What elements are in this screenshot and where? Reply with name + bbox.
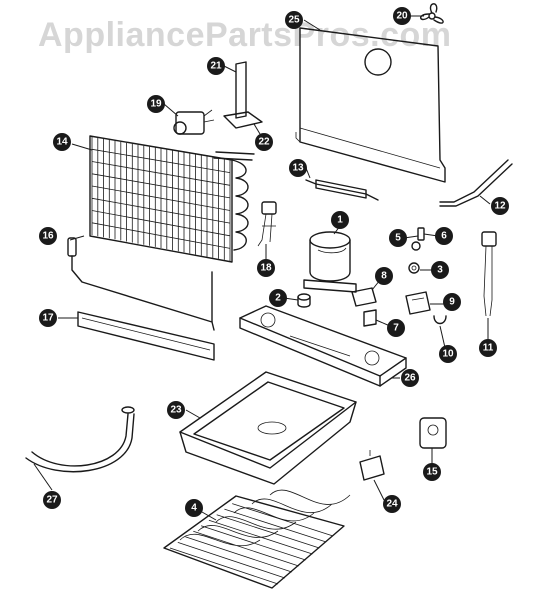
- callout-6[interactable]: 6: [435, 227, 453, 245]
- svg-text:9: 9: [449, 297, 455, 308]
- svg-text:21: 21: [210, 61, 222, 72]
- part-drain-trough: [77, 311, 215, 361]
- part-back-panel: [295, 27, 446, 183]
- svg-text:16: 16: [42, 231, 54, 242]
- callout-15[interactable]: 15: [423, 463, 441, 481]
- part-condenser-coil: [89, 135, 255, 263]
- callout-26[interactable]: 26: [401, 369, 419, 387]
- svg-text:15: 15: [426, 467, 438, 478]
- part-capillary-tube: [305, 179, 379, 201]
- svg-text:1: 1: [337, 215, 343, 226]
- part-fan-motor: [173, 109, 215, 135]
- part-compressor-base: [239, 305, 407, 387]
- callout-25[interactable]: 25: [285, 11, 303, 29]
- part-spacer: [411, 241, 421, 251]
- callout-1[interactable]: 1: [331, 211, 349, 229]
- svg-text:22: 22: [258, 137, 270, 148]
- callout-19[interactable]: 19: [147, 95, 165, 113]
- callout-8[interactable]: 8: [375, 267, 393, 285]
- svg-text:19: 19: [150, 99, 162, 110]
- leader-lines: [33, 15, 491, 521]
- svg-text:10: 10: [442, 349, 454, 360]
- part-relay: [257, 201, 277, 247]
- callout-22[interactable]: 22: [255, 133, 273, 151]
- svg-text:13: 13: [292, 163, 304, 174]
- callout-5[interactable]: 5: [389, 229, 407, 247]
- callout-10[interactable]: 10: [439, 345, 457, 363]
- part-overload: [351, 287, 377, 307]
- callout-17[interactable]: 17: [39, 309, 57, 327]
- svg-text:27: 27: [46, 495, 58, 506]
- part-drain-hose: [25, 406, 135, 473]
- part-compressor: [303, 231, 357, 293]
- svg-text:23: 23: [170, 405, 182, 416]
- svg-text:17: 17: [42, 313, 54, 324]
- part-bolt: [417, 227, 425, 241]
- svg-text:7: 7: [393, 323, 399, 334]
- callout-23[interactable]: 23: [167, 401, 185, 419]
- svg-text:25: 25: [288, 15, 300, 26]
- svg-text:18: 18: [260, 263, 272, 274]
- callout-18[interactable]: 18: [257, 259, 275, 277]
- part-clip: [363, 309, 377, 327]
- part-fan-blade: [420, 3, 444, 24]
- svg-text:3: 3: [437, 265, 443, 276]
- callout-13[interactable]: 13: [289, 159, 307, 177]
- part-drain-pan: [179, 371, 357, 485]
- svg-text:4: 4: [191, 503, 197, 514]
- part-washer: [408, 262, 420, 274]
- part-retainer-clip: [433, 315, 447, 325]
- svg-text:26: 26: [404, 373, 416, 384]
- svg-text:20: 20: [396, 11, 408, 22]
- callout-7[interactable]: 7: [387, 319, 405, 337]
- callout-20[interactable]: 20: [393, 7, 411, 25]
- callout-27[interactable]: 27: [43, 491, 61, 509]
- callout-16[interactable]: 16: [39, 227, 57, 245]
- callout-24[interactable]: 24: [383, 495, 401, 513]
- part-condenser-grid: [163, 489, 351, 589]
- svg-text:5: 5: [395, 233, 401, 244]
- part-start-device: [405, 291, 431, 315]
- callout-2[interactable]: 2: [269, 289, 287, 307]
- part-defrost-timer: [419, 417, 447, 449]
- callout-9[interactable]: 9: [443, 293, 461, 311]
- part-drain-tube: [67, 237, 215, 331]
- callout-3[interactable]: 3: [431, 261, 449, 279]
- part-bracket: [223, 61, 263, 129]
- svg-text:6: 6: [441, 231, 447, 242]
- svg-text:14: 14: [56, 137, 68, 148]
- part-grommet: [297, 293, 311, 308]
- callout-14[interactable]: 14: [53, 133, 71, 151]
- callout-4[interactable]: 4: [185, 499, 203, 517]
- watermark-text: AppliancePartsPros.com: [38, 16, 451, 54]
- svg-text:8: 8: [381, 271, 387, 282]
- callout-12[interactable]: 12: [491, 197, 509, 215]
- svg-text:11: 11: [483, 343, 494, 354]
- part-drain-bracket: [359, 450, 385, 481]
- part-wire-harness: [481, 231, 497, 317]
- svg-text:2: 2: [275, 293, 281, 304]
- part-suction-line: [439, 159, 513, 207]
- svg-text:24: 24: [386, 499, 398, 510]
- callout-21[interactable]: 21: [207, 57, 225, 75]
- svg-text:12: 12: [494, 201, 506, 212]
- callout-11[interactable]: 11: [479, 339, 497, 357]
